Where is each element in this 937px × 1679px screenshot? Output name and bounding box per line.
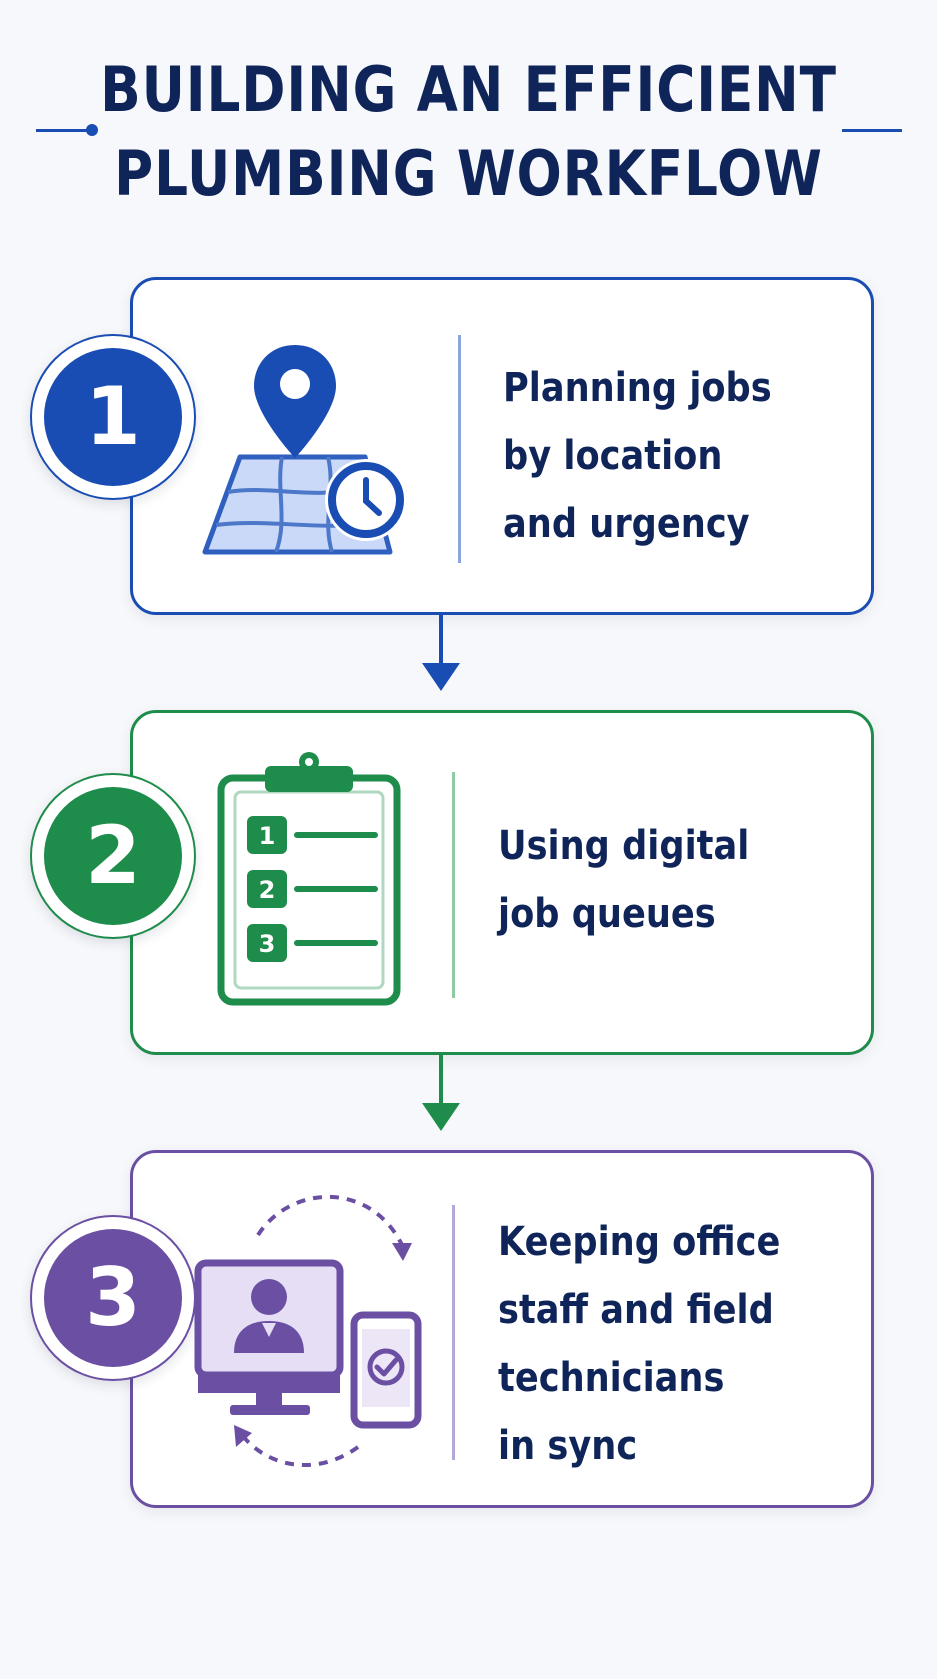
step-1-text-line: by location: [503, 433, 723, 479]
step-3-text: Keeping office staff and field technicia…: [498, 1208, 780, 1480]
title-line-2: PLUMBING WORKFLOW: [114, 137, 823, 210]
step-3-text-line: staff and field: [498, 1287, 774, 1333]
map-pin-clock-icon: [202, 345, 407, 555]
step-3-divider: [452, 1205, 455, 1460]
step-2-badge: 2: [30, 773, 196, 939]
step-3-text-line: in sync: [498, 1423, 638, 1469]
clipboard-list-number: 1: [258, 822, 276, 850]
numbered-clipboard-icon: [217, 752, 401, 1006]
step-1-card: [130, 277, 874, 615]
title-decoration-left-line: [36, 129, 92, 132]
step-2-text-line: Using digital: [498, 823, 750, 869]
step-1-number: 1: [44, 348, 182, 486]
step-1-text-line: and urgency: [503, 501, 750, 547]
arrow-down-2: [422, 1055, 460, 1131]
step-2-divider: [452, 772, 455, 998]
clipboard-list-number: 2: [258, 876, 276, 904]
step-2-text-line: job queues: [498, 891, 716, 937]
step-1-text: Planning jobs by location and urgency: [503, 354, 772, 558]
clipboard-list-number: 3: [258, 930, 276, 958]
title-decoration-left-dot: [86, 124, 98, 136]
page-title: BUILDING AN EFFICIENT PLUMBING WORKFLOW: [0, 48, 937, 216]
desktop-phone-sync-icon: [194, 1194, 422, 1468]
step-1-badge: 1: [30, 334, 196, 500]
step-3-text-line: Keeping office: [498, 1219, 781, 1265]
step-3-number: 3: [44, 1229, 182, 1367]
step-2-text: Using digital job queues: [498, 812, 749, 948]
step-1-text-line: Planning jobs: [503, 365, 772, 411]
title-decoration-right-line: [842, 129, 902, 132]
step-3-text-line: technicians: [498, 1355, 725, 1401]
step-1-divider: [458, 335, 461, 563]
step-2-number: 2: [44, 787, 182, 925]
arrow-down-1: [422, 615, 460, 691]
title-line-1: BUILDING AN EFFICIENT: [100, 53, 837, 126]
step-3-badge: 3: [30, 1215, 196, 1381]
